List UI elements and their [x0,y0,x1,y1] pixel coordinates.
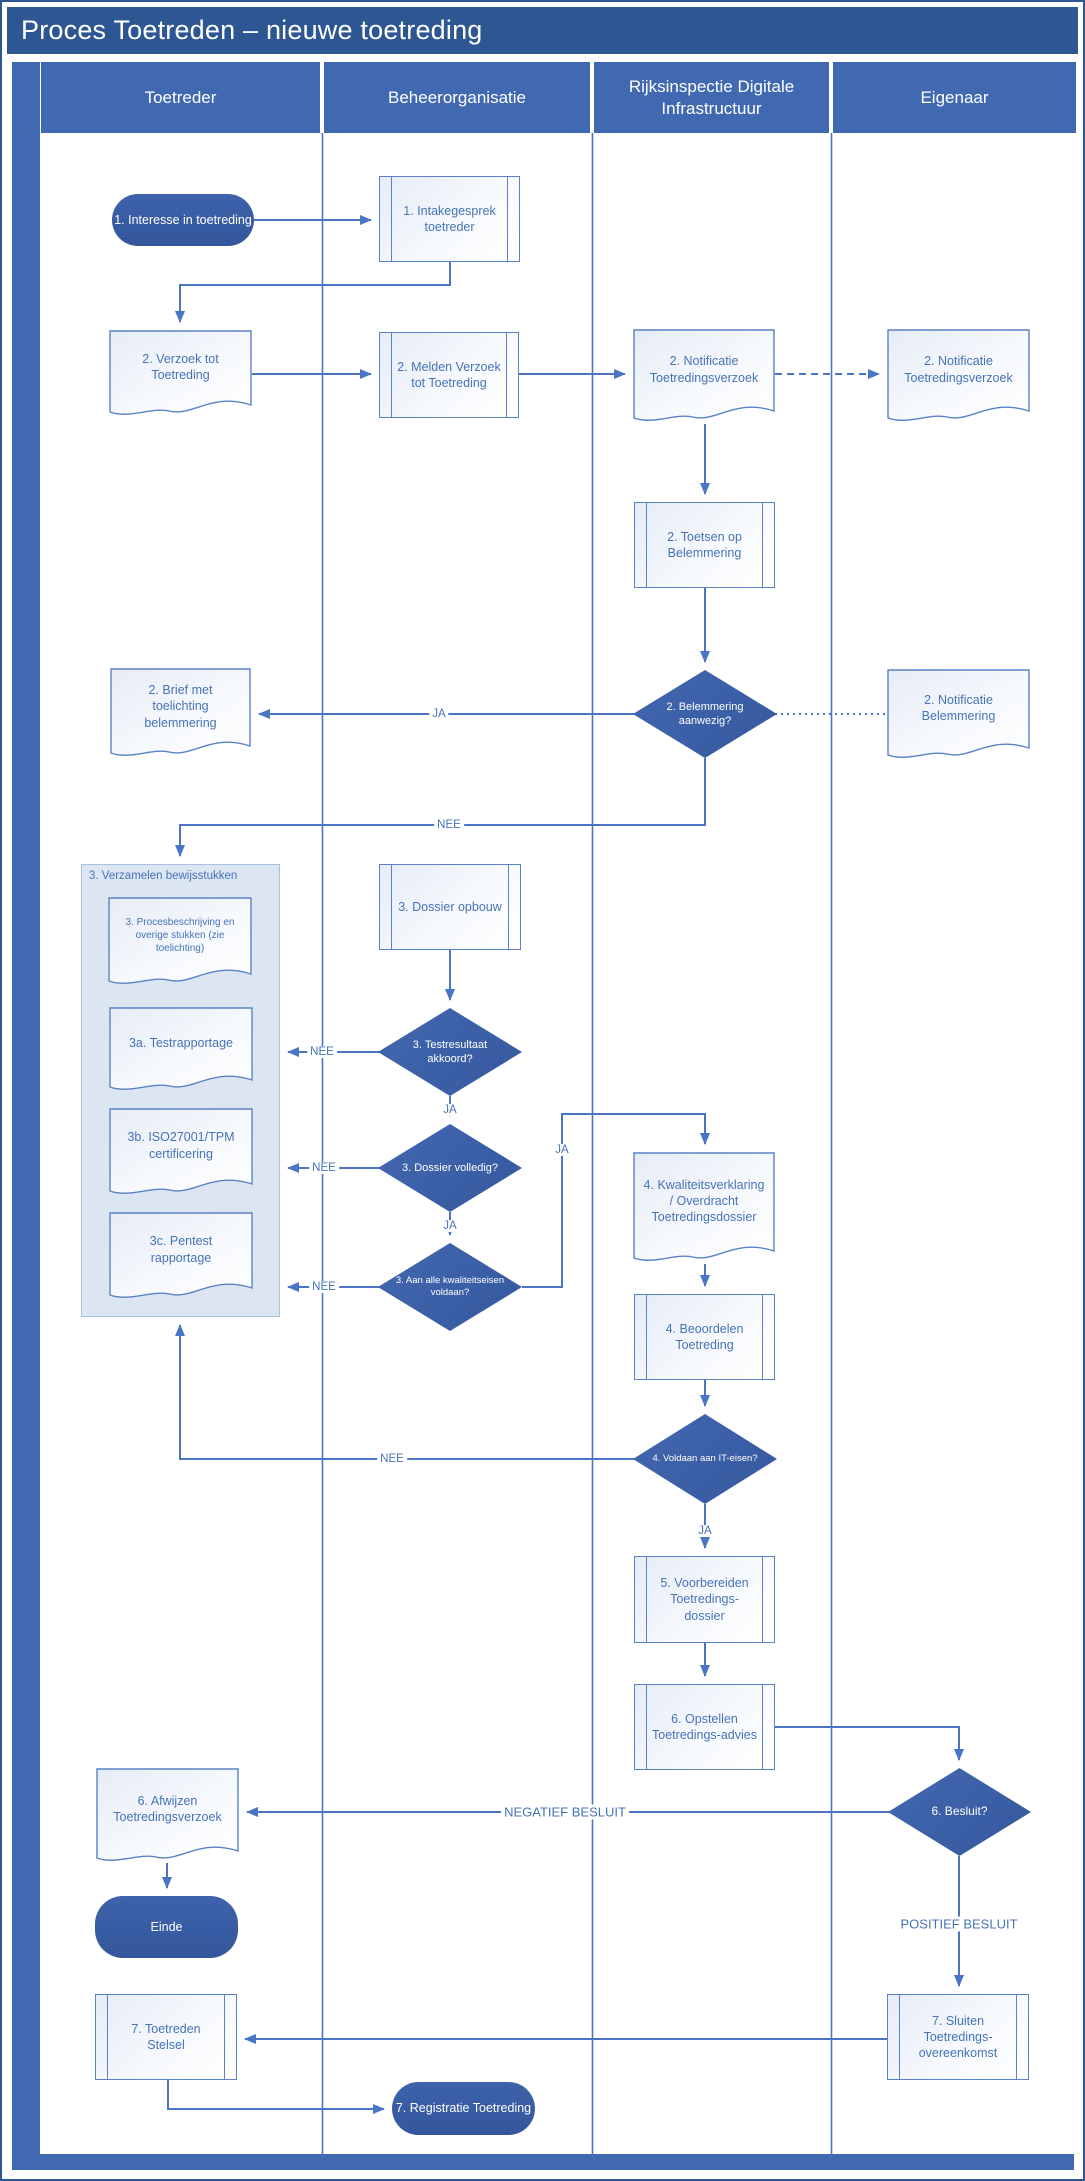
document-notificatie-toetredingsverzoek-rdi: 2. Notificatie Toetredingsverzoek [633,329,775,424]
document-shape-outline [108,897,252,984]
pool-bottom-band [12,2154,1074,2170]
edge-label-positief-besluit: POSITIEF BESLUIT [897,1916,1021,1932]
pool-left-band [12,62,40,2170]
decision-testresultaat-akkoord: 3. Testresultaat akkoord? [378,1008,522,1096]
lane-header-eigenaar: Eigenaar [833,62,1076,133]
subprocess-toetreden-stelsel: 7. Toetreden Stelsel [95,1994,237,2080]
document-shape-outline [109,1108,253,1194]
document-verzoek-tot-toetreding: 2. Verzoek tot Toetreding [109,330,252,418]
subprocess-beoordelen-toetreding: 4. Beoordelen Toetreding [634,1294,775,1380]
group-label: 3. Verzamelen bewijsstukken [89,870,238,882]
document-iso-certificering: 3b. ISO27001/TPM certificering [109,1108,253,1197]
decision-voldaan-aan-it-eisen: 4. Voldaan aan IT-eisen? [633,1414,777,1504]
document-kwaliteitsverklaring-overdracht: 4. Kwaliteitsverklaring / Overdracht Toe… [633,1152,775,1264]
document-shape-outline [96,1768,239,1861]
document-shape-outline [887,669,1030,758]
document-shape-outline [109,1007,253,1090]
document-notificatie-belemmering: 2. Notificatie Belemmering [887,669,1030,761]
document-shape-outline [110,668,251,756]
subprocess-opstellen-toetredingsadvies: 6. Opstellen Toetredings-advies [634,1684,775,1770]
edge-label-nee-testresultaat: NEE [307,1046,337,1058]
document-brief-toelichting-belemmering: 2. Brief met toelichting belemmering [110,668,251,759]
edge-label-ja-testresultaat: JA [440,1104,460,1116]
lane-header-rijksinspectie: Rijksinspectie Digitale Infrastructuur [594,62,829,133]
document-notificatie-toetredingsverzoek-eigenaar: 2. Notificatie Toetredingsverzoek [887,329,1030,424]
edge-label-nee-iteisen: NEE [377,1453,407,1465]
edge-label-nee-belemmering: NEE [434,819,464,831]
document-shape-outline [633,1152,775,1261]
subprocess-intakegesprek: 1. Intakegesprek toetreder [379,176,520,262]
document-procesbeschrijving: 3. Procesbeschrijving en overige stukken… [108,897,252,987]
flow-connectors [162,215,964,2114]
document-pentest-rapportage: 3c. Pentest rapportage [109,1212,253,1301]
decision-dossier-volledig: 3. Dossier volledig? [378,1124,522,1212]
edge-label-ja-volledig: JA [440,1220,460,1232]
document-afwijzen-toetredingsverzoek: 6. Afwijzen Toetredingsverzoek [96,1768,239,1864]
document-shape-outline [887,329,1030,421]
document-testrapportage: 3a. Testrapportage [109,1007,253,1093]
subprocess-toetsen-op-belemmering: 2. Toetsen op Belemmering [634,502,775,588]
subprocess-voorbereiden-toetredingsdossier: 5. Voorbereiden Toetredings-dossier [634,1556,775,1643]
edge-label-ja-belemmering: JA [429,708,449,720]
lane-dividers [321,133,833,2158]
end-event-einde: Einde [95,1896,238,1958]
lane-header-toetreder: Toetreder [41,62,320,133]
edge-label-nee-kwaliteitseisen: NEE [309,1281,339,1293]
document-shape-outline [109,1212,253,1298]
subprocess-dossier-opbouw: 3. Dossier opbouw [379,864,521,950]
decision-besluit: 6. Besluit? [888,1768,1031,1856]
decision-kwaliteitseisen-voldaan: 3. Aan alle kwaliteitseisen voldaan? [378,1243,522,1331]
document-shape-outline [109,330,252,415]
start-event-interesse: 1. Interesse in toetreding [112,194,254,246]
edge-label-nee-volledig: NEE [309,1162,339,1174]
edge-label-ja-kwaliteitseisen: JA [552,1144,572,1156]
subprocess-melden-verzoek: 2. Melden Verzoek tot Toetreding [379,332,519,418]
edge-label-negatief-besluit: NEGATIEF BESLUIT [501,1804,629,1820]
document-shape-outline [633,329,775,421]
subprocess-sluiten-toetredingsovereenkomst: 7. Sluiten Toetredings-overeenkomst [887,1994,1029,2080]
decision-belemmering-aanwezig: 2. Belemmering aanwezig? [633,670,777,758]
lane-header-beheerorganisatie: Beheerorganisatie [324,62,590,133]
edge-label-ja-iteisen: JA [695,1525,715,1537]
diagram-title: Proces Toetreden – nieuwe toetreding [7,7,1078,54]
end-event-registratie-toetreding: 7. Registratie Toetreding [392,2082,535,2135]
